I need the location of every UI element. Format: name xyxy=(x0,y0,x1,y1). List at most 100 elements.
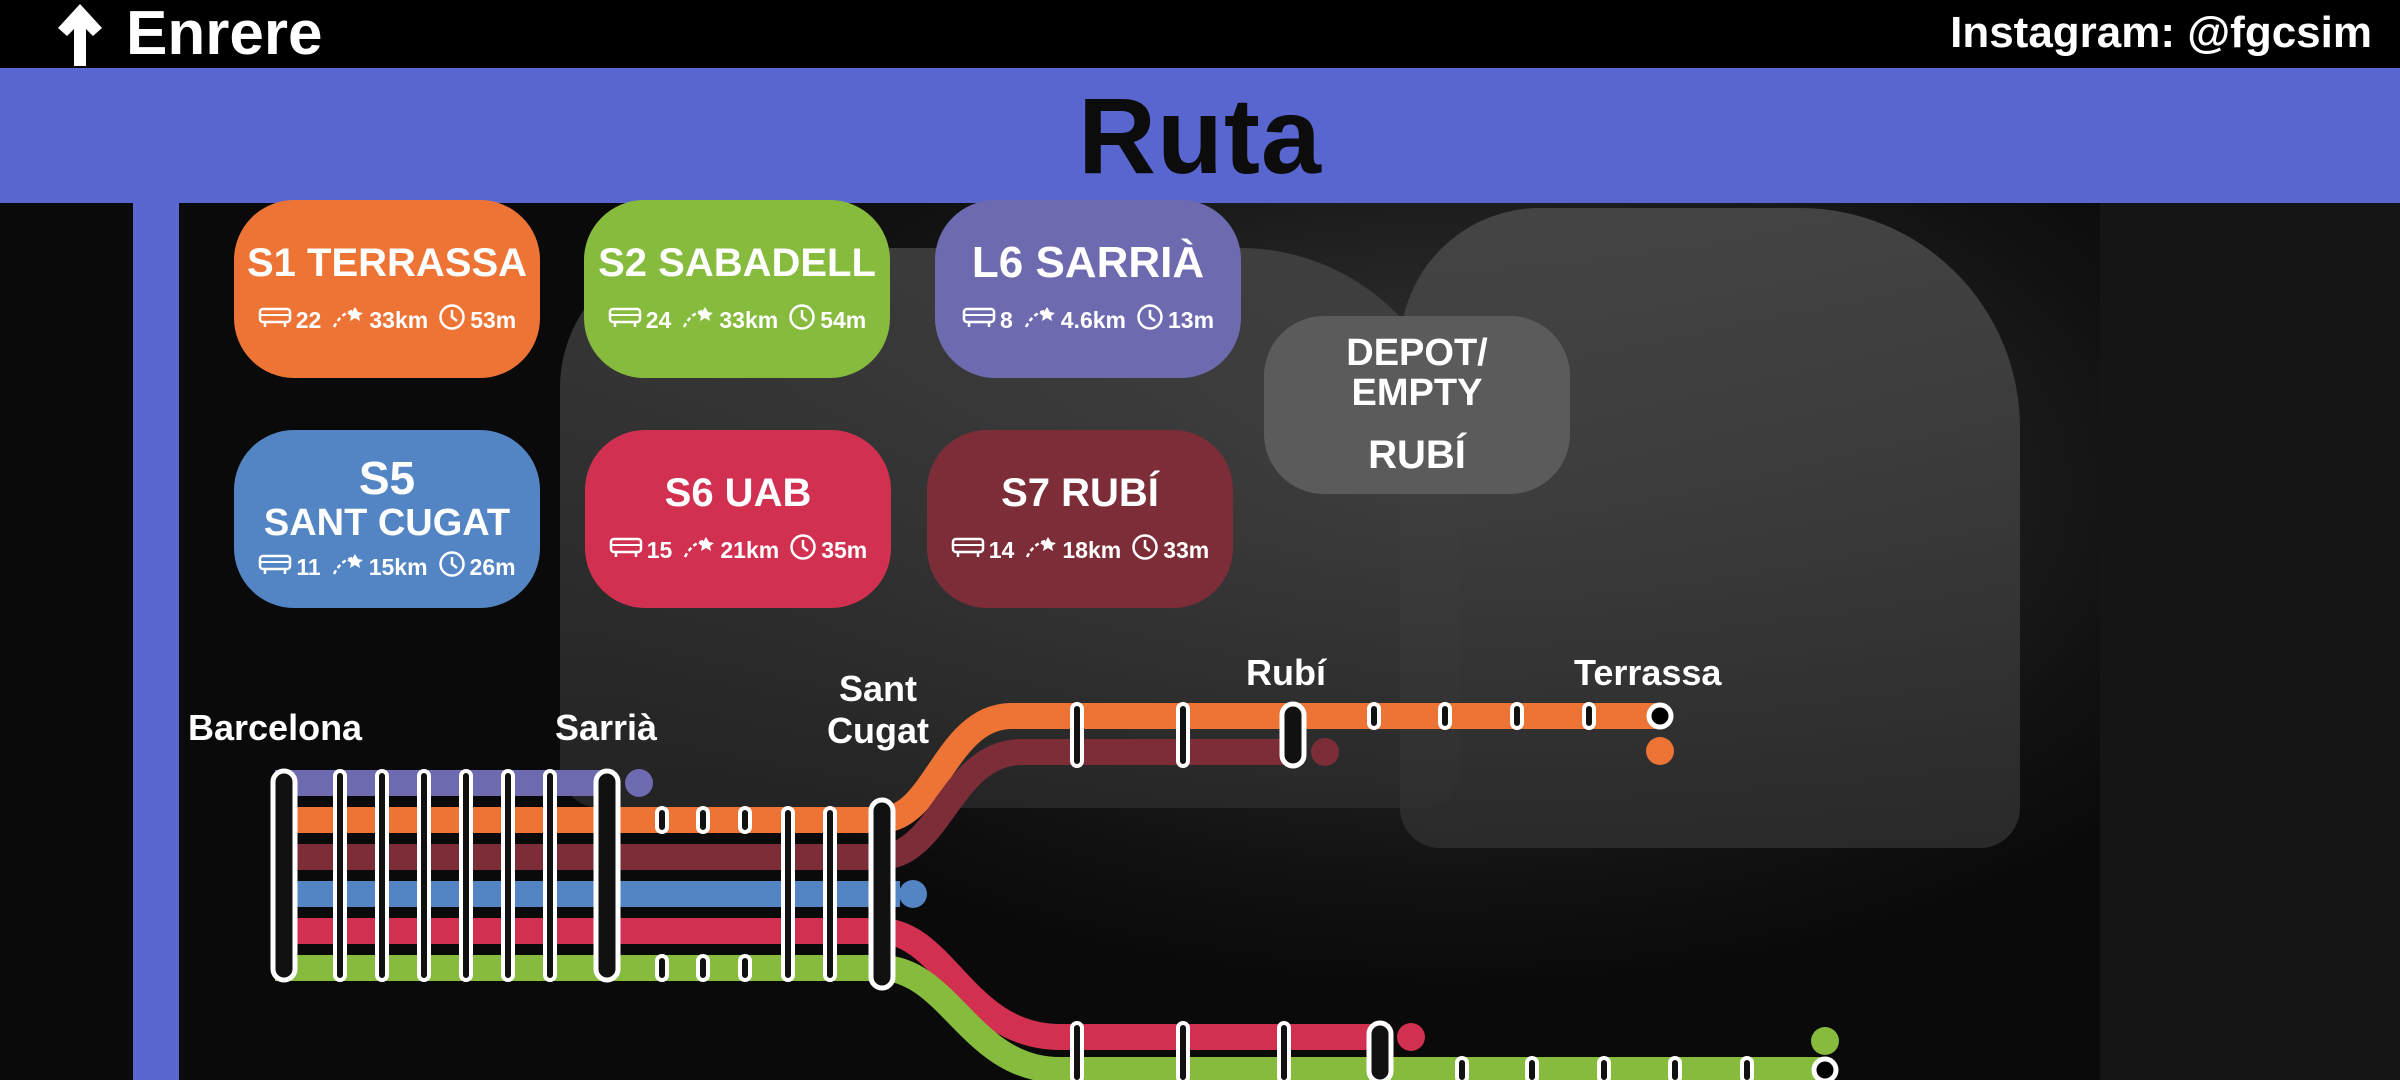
route-name: L6 SARRIÀ xyxy=(971,238,1205,287)
route-card-s2[interactable]: S2 SABADELL 24 33km 54m xyxy=(584,200,890,378)
back-label: Enrere xyxy=(126,0,323,68)
top-bar: Enrere Instagram: @fgcsim xyxy=(0,0,2400,68)
depot-label: DEPOT/ xyxy=(1346,331,1488,374)
route-stats: 22 33km 53m xyxy=(258,303,516,337)
train-icon xyxy=(258,553,292,581)
route-time: 13m xyxy=(1167,306,1215,333)
route-distance: 18km xyxy=(1062,536,1122,563)
station-tick xyxy=(696,954,710,982)
route-name: S7 RUBÍ xyxy=(1001,471,1159,515)
station-tick xyxy=(655,806,669,834)
route-stats: 14 18km 33m xyxy=(951,533,1209,567)
route-stats: 8 4.6km 13m xyxy=(962,303,1214,337)
station-tick xyxy=(1525,1056,1539,1080)
terminus-marker-s2 xyxy=(1811,1056,1839,1080)
station-tick xyxy=(1510,702,1524,730)
station-tick xyxy=(333,769,347,982)
route-name: SANT CUGAT xyxy=(263,502,511,544)
distance-icon xyxy=(1024,535,1058,565)
distance-icon xyxy=(331,305,365,335)
station-tick xyxy=(1668,1056,1682,1080)
route-name: S1 TERRASSA xyxy=(246,241,528,285)
route-card-s5[interactable]: S5 SANT CUGAT 11 15km 26m xyxy=(234,430,540,608)
station-tick xyxy=(459,769,473,982)
route-card-s7[interactable]: S7 RUBÍ 14 18km 33m xyxy=(927,430,1233,608)
depot-label: EMPTY xyxy=(1351,371,1483,414)
route-stations: 15 xyxy=(646,536,673,563)
back-button[interactable]: Enrere xyxy=(50,0,322,68)
train-icon xyxy=(258,306,292,334)
route-name: S2 SABADELL xyxy=(598,241,876,285)
terminus-dot-s5 xyxy=(899,880,927,908)
clock-icon xyxy=(788,303,816,337)
station-label-sant-cugat: Sant Cugat xyxy=(818,668,938,752)
route-time: 33m xyxy=(1163,536,1210,563)
train-silhouette xyxy=(1400,208,2020,848)
station-label-terrassa: Terrassa xyxy=(1574,652,1722,693)
terminus-dot-l6 xyxy=(625,769,653,797)
train-icon xyxy=(609,536,643,564)
station-tick xyxy=(1176,702,1190,768)
sidebar-accent-bar xyxy=(133,203,179,1080)
station-label-line: Sant xyxy=(838,668,917,709)
route-stations: 24 xyxy=(645,306,672,333)
route-distance: 15km xyxy=(368,553,428,580)
station-tick xyxy=(1438,702,1452,730)
terminus-marker-terrassa xyxy=(1646,702,1674,730)
station-tick xyxy=(1582,702,1596,730)
clock-icon xyxy=(438,550,466,584)
station-tick xyxy=(1070,1021,1084,1080)
route-distance: 4.6km xyxy=(1060,306,1126,333)
station-tick xyxy=(417,769,431,982)
terminus-dot-s2 xyxy=(1811,1027,1839,1055)
distance-icon xyxy=(331,552,365,582)
station-tick xyxy=(543,769,557,982)
background-edge xyxy=(2100,68,2400,1080)
station-tick xyxy=(823,806,837,982)
station-tick xyxy=(655,954,669,982)
route-distance: 21km xyxy=(720,536,780,563)
page-title: Ruta xyxy=(1078,75,1322,196)
station-label-sarria: Sarrià xyxy=(555,707,658,748)
route-name: S6 UAB xyxy=(664,471,812,515)
page-header: Ruta xyxy=(0,68,2400,203)
station-marker-rubi xyxy=(1279,701,1307,769)
arrow-up-icon xyxy=(58,4,102,66)
route-distance: 33km xyxy=(719,306,779,333)
station-marker-s6-branch xyxy=(1366,1020,1394,1080)
station-label-rubi: Rubí xyxy=(1246,652,1326,693)
station-tick xyxy=(696,806,710,834)
train-icon xyxy=(962,306,996,334)
clock-icon xyxy=(1131,533,1159,567)
route-distance: 33km xyxy=(369,306,429,333)
station-marker-sarria xyxy=(593,768,621,983)
route-card-l6[interactable]: L6 SARRIÀ 8 4.6km 13m xyxy=(935,200,1241,378)
clock-icon xyxy=(438,303,466,337)
route-stations: 8 xyxy=(999,306,1013,333)
station-tick xyxy=(375,769,389,982)
route-card-depot[interactable]: DEPOT/ EMPTY RUBÍ xyxy=(1264,316,1570,494)
route-stations: 11 xyxy=(296,553,321,580)
depot-destination: RUBÍ xyxy=(1368,432,1466,477)
route-stats: 15 21km 35m xyxy=(609,533,867,567)
route-time: 54m xyxy=(820,306,867,333)
station-marker-sant-cugat xyxy=(868,797,896,991)
station-tick xyxy=(1597,1056,1611,1080)
route-stats: 11 15km 26m xyxy=(258,550,516,584)
route-card-s1[interactable]: S1 TERRASSA 22 33km 53m xyxy=(234,200,540,378)
route-stations: 14 xyxy=(988,536,1015,563)
route-name: S5 xyxy=(358,452,416,504)
train-icon xyxy=(608,306,642,334)
station-tick xyxy=(1176,1021,1190,1080)
distance-icon xyxy=(1023,305,1057,335)
station-tick xyxy=(1367,702,1381,730)
route-time: 35m xyxy=(821,536,868,563)
station-tick xyxy=(738,806,752,834)
route-stats: 24 33km 54m xyxy=(608,303,866,337)
terminus-dot-s6 xyxy=(1397,1023,1425,1051)
route-card-s6[interactable]: S6 UAB 15 21km 35m xyxy=(585,430,891,608)
station-tick xyxy=(1455,1056,1469,1080)
train-icon xyxy=(951,536,985,564)
line-s6 xyxy=(275,918,1390,1050)
